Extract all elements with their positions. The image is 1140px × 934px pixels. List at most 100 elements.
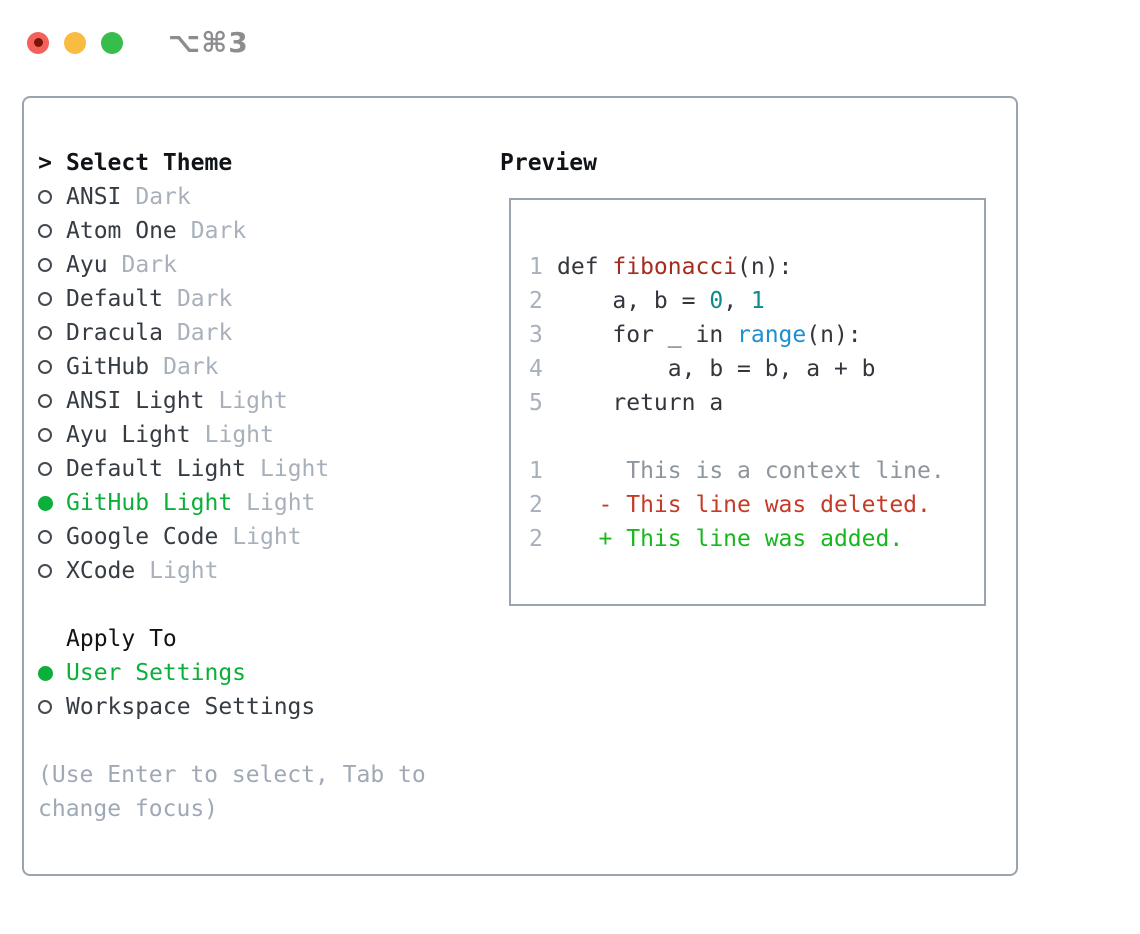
- code-token: (n):: [737, 254, 793, 280]
- close-dot-icon: [33, 38, 43, 47]
- theme-item[interactable]: Default Dark: [38, 282, 438, 316]
- spacer: [38, 724, 438, 758]
- radio-icon: [38, 700, 52, 714]
- theme-item[interactable]: GitHub Dark: [38, 350, 438, 384]
- radio-cell: [38, 224, 52, 238]
- radio-icon: [38, 190, 52, 204]
- apply-option[interactable]: Workspace Settings: [38, 690, 438, 724]
- code-token: def: [557, 254, 613, 280]
- hint-text: (Use Enter to select, Tab to change focu…: [38, 762, 426, 822]
- radio-icon: [38, 462, 52, 476]
- radio-icon: [38, 292, 52, 306]
- radio-cell: [38, 564, 52, 578]
- radio-selected-icon: [37, 495, 53, 511]
- theme-item[interactable]: Google Code Light: [38, 520, 438, 554]
- line-number: 2: [529, 492, 543, 518]
- code-line: 2 + This line was added.: [529, 522, 984, 556]
- code-line: 2 - This line was deleted.: [529, 488, 984, 522]
- theme-name: ANSI: [66, 184, 122, 210]
- radio-icon: [38, 394, 52, 408]
- theme-variant: Light: [149, 558, 219, 584]
- code-token: This is a context line.: [557, 458, 945, 484]
- theme-item[interactable]: XCode Light: [38, 554, 438, 588]
- code-token: 1: [750, 288, 765, 314]
- code-token: return a: [557, 390, 724, 416]
- zoom-button[interactable]: [101, 31, 123, 54]
- code-token: fibonacci: [612, 254, 738, 280]
- line-number: 1: [529, 458, 543, 484]
- radio-cell: [38, 360, 52, 374]
- theme-name: XCode: [66, 558, 136, 584]
- theme-name: Atom One: [66, 218, 177, 244]
- apply-option[interactable]: User Settings: [37, 656, 438, 690]
- minimize-button[interactable]: [64, 31, 86, 54]
- theme-name: Ayu: [66, 252, 108, 278]
- line-number: 1: [529, 254, 543, 280]
- theme-name: Default: [66, 286, 163, 312]
- code-token: 0: [709, 288, 724, 314]
- theme-item[interactable]: Ayu Light Light: [38, 418, 438, 452]
- theme-variant: Dark: [190, 218, 247, 244]
- theme-variant: Dark: [176, 320, 233, 346]
- line-number: 2: [529, 288, 543, 314]
- code-token: a, b = b, a + b: [557, 356, 876, 382]
- radio-selected-icon: [37, 665, 53, 681]
- code-token: range: [737, 322, 807, 348]
- code-token: + This line was added.: [557, 526, 904, 552]
- titlebar: ⌥⌘3: [27, 26, 249, 59]
- radio-cell: [38, 428, 52, 442]
- code-token: ,: [723, 288, 751, 314]
- line-number: 4: [529, 356, 543, 382]
- theme-item[interactable]: Atom One Dark: [38, 214, 438, 248]
- theme-variant: Dark: [176, 286, 233, 312]
- cursor-icon: >: [38, 150, 52, 176]
- code-token: - This line was deleted.: [557, 492, 931, 518]
- code-line: 1 This is a context line.: [529, 454, 984, 488]
- theme-item[interactable]: ANSI Dark: [38, 180, 438, 214]
- line-number: 3: [529, 322, 543, 348]
- theme-variant: Dark: [135, 184, 191, 210]
- theme-name: ANSI Light: [66, 388, 205, 414]
- code-token: (n):: [806, 322, 862, 348]
- radio-cell: [38, 326, 52, 340]
- code-token: a, b =: [557, 288, 710, 314]
- radio-icon: [38, 564, 52, 578]
- code-token: for _ in: [557, 322, 738, 348]
- line-number: 2: [529, 526, 543, 552]
- close-button[interactable]: [27, 31, 49, 54]
- radio-icon: [38, 326, 52, 340]
- theme-variant: Light: [204, 422, 274, 448]
- radio-cell: [38, 462, 52, 476]
- radio-cell: [38, 292, 52, 306]
- apply-to-title: Apply To: [66, 626, 177, 652]
- code-line: 3 for _ in range(n):: [529, 318, 984, 352]
- code-line: 1 def fibonacci(n):: [529, 250, 984, 284]
- theme-name: Ayu Light: [66, 422, 191, 448]
- line-number: 5: [529, 390, 543, 416]
- code-line: 5 return a: [529, 386, 984, 420]
- theme-name: GitHub: [66, 354, 150, 380]
- select-theme-heading-row: > Select Theme: [38, 146, 438, 180]
- theme-variant: Light: [232, 524, 302, 550]
- theme-variant: Dark: [163, 354, 219, 380]
- radio-icon: [38, 530, 52, 544]
- radio-cell: [38, 258, 52, 272]
- theme-variant: Dark: [121, 252, 177, 278]
- apply-option-label: Workspace Settings: [66, 694, 316, 720]
- radio-cell: [38, 700, 52, 714]
- theme-item[interactable]: Ayu Dark: [38, 248, 438, 282]
- theme-name: Google Code: [66, 524, 219, 550]
- apply-to-heading-row: Apply To: [38, 622, 438, 656]
- select-theme-title: Select Theme: [66, 150, 233, 176]
- theme-name: Default Light: [66, 456, 247, 482]
